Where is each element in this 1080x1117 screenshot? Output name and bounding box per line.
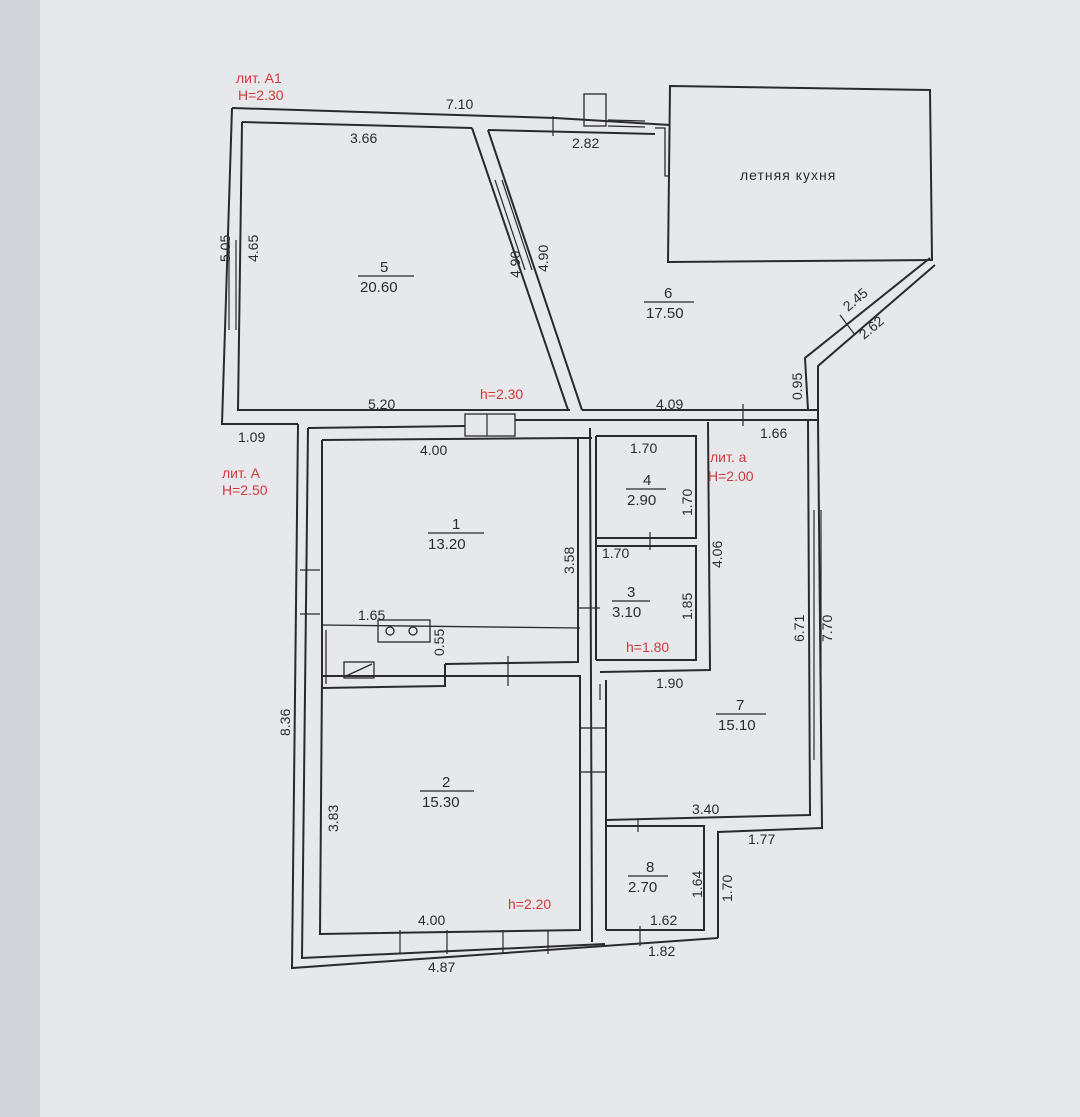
dim-1-70-room4-right: 1.70	[679, 489, 695, 516]
dim-1-82: 1.82	[648, 943, 675, 959]
block-a-small-walls	[599, 419, 824, 946]
room-number: 5	[380, 259, 388, 276]
dim-1-70-room3-top: 1.70	[602, 545, 629, 561]
dim-4-06: 4.06	[709, 541, 725, 568]
dim-4-09: 4.09	[656, 396, 683, 412]
dim-4-90-b: 4.90	[535, 245, 551, 272]
dim-1-64: 1.64	[689, 871, 705, 898]
room-3-label: 3 3.10	[612, 584, 650, 621]
dim-1-70-room8: 1.70	[719, 875, 735, 902]
ceiling-height-room1-door: h=2.30	[480, 386, 523, 402]
summer-kitchen-block	[655, 84, 934, 264]
room-number: 3	[627, 584, 635, 601]
room-number: 4	[643, 472, 651, 489]
paper-shadow-left	[0, 0, 40, 1117]
room-area: 17.50	[646, 305, 684, 322]
dim-4-87: 4.87	[428, 959, 455, 975]
room-area: 2.90	[627, 492, 656, 509]
dim-8-36: 8.36	[277, 709, 293, 736]
lit-a-small-height: Н=2.00	[708, 468, 754, 484]
room-area: 3.10	[612, 604, 641, 621]
dim-1-62: 1.62	[650, 912, 677, 928]
lit-a-small-label: лит. а	[710, 449, 747, 465]
room-area: 13.20	[428, 536, 466, 553]
dim-1-70-room4-top: 1.70	[630, 440, 657, 456]
room-area: 2.70	[628, 879, 657, 896]
dim-7-10: 7.10	[446, 96, 473, 112]
dim-6-71: 6.71	[791, 615, 807, 642]
room-4-label: 4 2.90	[626, 472, 666, 509]
room-number: 8	[646, 859, 654, 876]
ceiling-height-room2: h=2.20	[508, 896, 551, 912]
dim-0-55: 0.55	[431, 629, 447, 656]
room-7-label: 7 15.10	[716, 697, 766, 734]
dim-3-66: 3.66	[350, 130, 377, 146]
dim-7-70: 7.70	[819, 615, 835, 642]
lit-a-label: лит. А	[222, 465, 261, 481]
dim-1-09: 1.09	[238, 429, 265, 445]
dim-1-77: 1.77	[748, 831, 775, 847]
room-number: 7	[736, 697, 744, 714]
room-area: 15.10	[718, 717, 756, 734]
room-8-label: 8 2.70	[628, 859, 668, 896]
dim-5-05: 5.05	[217, 235, 233, 262]
dim-0-95: 0.95	[789, 373, 805, 400]
block-a1-walls	[220, 93, 936, 426]
room-1-label: 1 13.20	[428, 516, 484, 553]
room-number: 6	[664, 285, 672, 302]
dim-2-82: 2.82	[572, 135, 599, 151]
dim-1-85: 1.85	[679, 593, 695, 620]
dim-4-00-bottom: 4.00	[418, 912, 445, 928]
room-2-label: 2 15.30	[420, 774, 474, 811]
dim-1-66: 1.66	[760, 425, 787, 441]
dim-3-58: 3.58	[561, 547, 577, 574]
dim-5-20: 5.20	[368, 396, 395, 412]
lit-a1-height: Н=2.30	[238, 87, 284, 103]
lit-a1-label: лит. А1	[236, 70, 282, 86]
dim-1-90: 1.90	[656, 675, 683, 691]
dim-3-83: 3.83	[325, 805, 341, 832]
dim-1-65: 1.65	[358, 607, 385, 623]
room-6-label: 6 17.50	[644, 285, 694, 322]
room-area: 15.30	[422, 794, 460, 811]
lit-a-height: Н=2.50	[222, 482, 268, 498]
room-5-label: 5 20.60	[358, 259, 414, 296]
dim-4-65: 4.65	[245, 235, 261, 262]
room-number: 1	[452, 516, 460, 533]
room-area: 20.60	[360, 279, 398, 296]
dim-4-90-a: 4.90	[507, 251, 523, 278]
summer-kitchen-label: летняя кухня	[740, 167, 836, 183]
room-number: 2	[442, 774, 450, 791]
block-a-walls	[290, 413, 719, 970]
dim-3-40: 3.40	[692, 801, 719, 817]
dim-4-00-top: 4.00	[420, 442, 447, 458]
ceiling-height-room3: h=1.80	[626, 639, 669, 655]
